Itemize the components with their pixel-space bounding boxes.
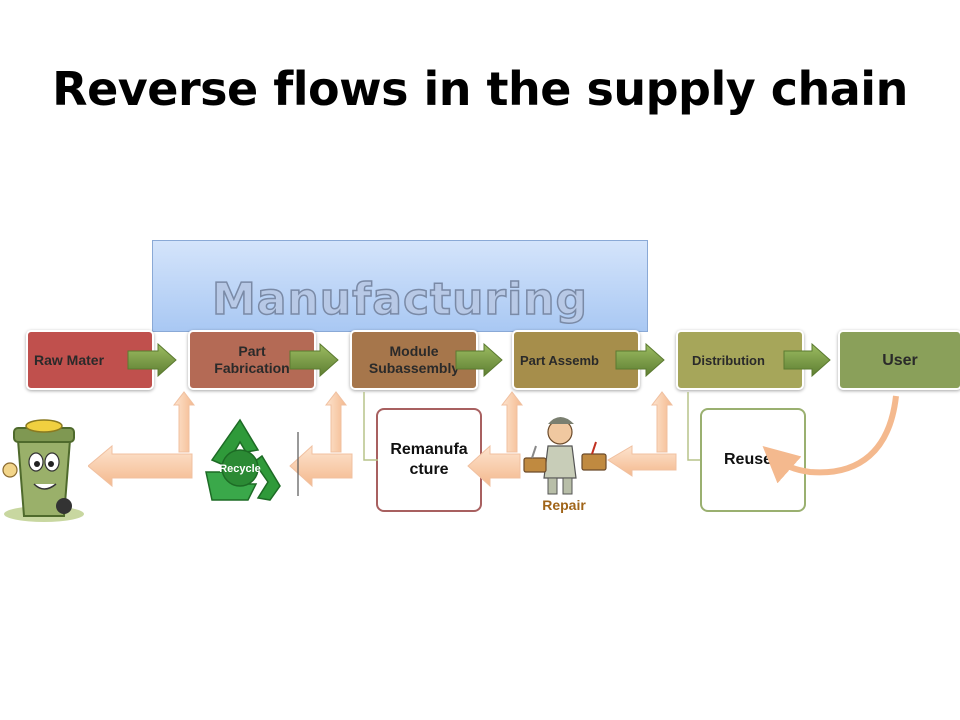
forward-arrows bbox=[127, 342, 831, 378]
return-up-arrow bbox=[500, 391, 524, 453]
stage-label: Raw Mater bbox=[34, 351, 105, 368]
remanufacture-label-line1: Remanufa bbox=[390, 441, 468, 458]
stage-label: Part Assemb bbox=[520, 352, 599, 368]
manufacturing-banner bbox=[152, 240, 648, 332]
forward-arrow bbox=[783, 342, 831, 378]
stage-label-line2: Subassembly bbox=[368, 360, 460, 376]
trash-bin-icon bbox=[0, 416, 88, 526]
forward-arrow bbox=[615, 342, 665, 378]
return-up-arrow bbox=[172, 391, 196, 453]
stage-part-assembly: Part Assemb bbox=[512, 330, 640, 390]
return-up-arrow bbox=[650, 391, 674, 453]
recycle-icon: Recycle bbox=[194, 416, 286, 508]
stage-label-line1: Module bbox=[389, 343, 439, 359]
stage-distribution: Distribution bbox=[676, 330, 804, 390]
forward-arrow bbox=[127, 342, 177, 378]
stage-label-line1: Part bbox=[238, 343, 266, 359]
page-title: Reverse flows in the supply chain bbox=[52, 62, 908, 116]
connector-lines bbox=[363, 392, 700, 461]
reuse-curve-arrow bbox=[762, 395, 899, 484]
recycle-label: Recycle bbox=[219, 463, 261, 475]
stage-label: Distribution bbox=[692, 352, 765, 368]
stage-label: User bbox=[882, 351, 918, 369]
return-up-arrow bbox=[324, 391, 348, 453]
return-up-arrows bbox=[172, 391, 674, 453]
return-left-arrow bbox=[289, 444, 353, 488]
forward-arrow bbox=[289, 342, 339, 378]
remanufacture-label-line2: cture bbox=[409, 461, 449, 478]
forward-arrow bbox=[455, 342, 503, 378]
return-left-arrow bbox=[87, 444, 193, 488]
return-left-arrows bbox=[87, 444, 677, 488]
manufacturing-label: Manufacturing bbox=[211, 273, 588, 326]
repair-man-icon bbox=[523, 417, 607, 495]
reuse-label: Reuse bbox=[724, 451, 773, 468]
return-left-arrow bbox=[607, 445, 677, 477]
remanufacture-box: Remanufa cture bbox=[376, 408, 482, 512]
stage-user: User bbox=[838, 330, 960, 390]
return-left-arrow bbox=[467, 444, 521, 488]
stage-label-line2: Fabrication bbox=[214, 360, 290, 376]
repair-label: Repair bbox=[542, 497, 586, 513]
